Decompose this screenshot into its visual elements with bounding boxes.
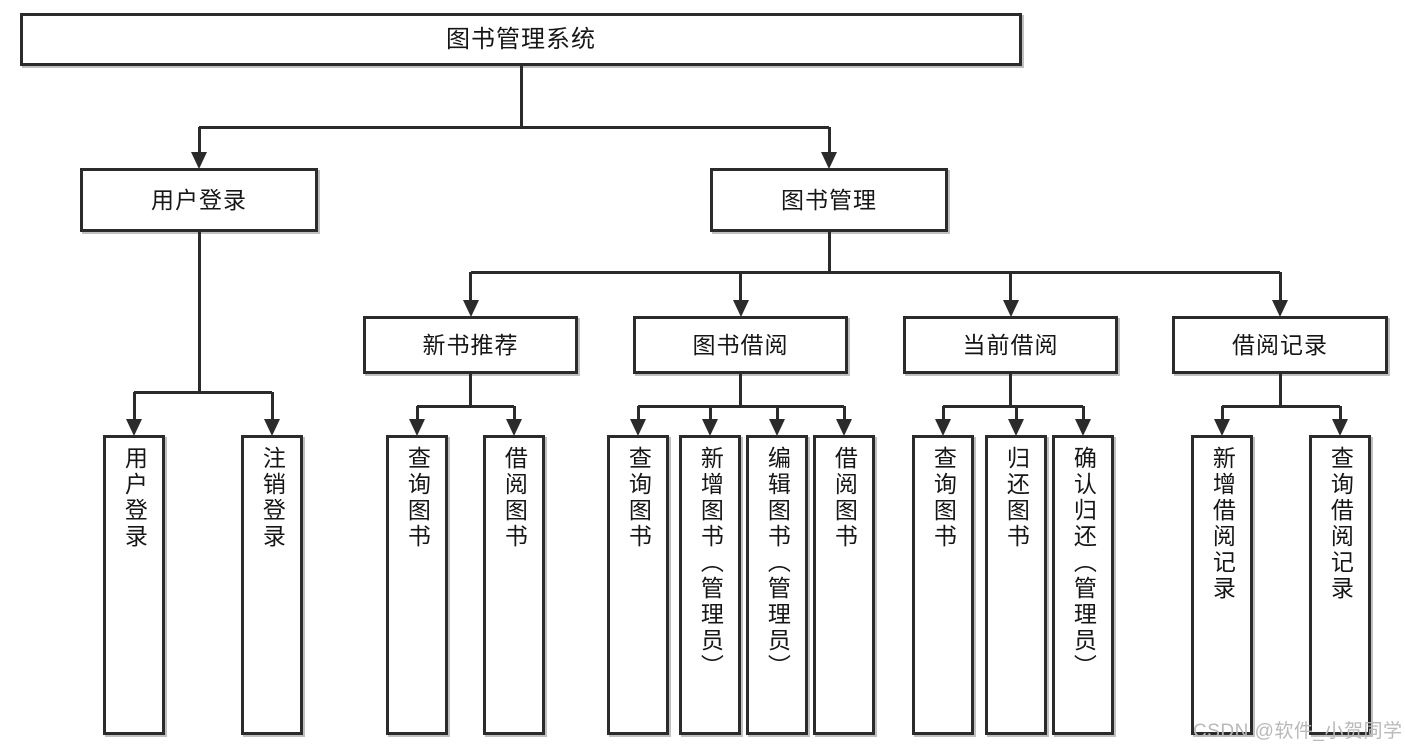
connector-line: [197, 127, 201, 153]
connector-line: [469, 272, 472, 301]
connector-line: [512, 406, 516, 420]
arrowhead-icon: [1075, 419, 1091, 436]
node-label: 图书管理系统: [446, 25, 596, 53]
node-label: 当前借阅: [962, 331, 1059, 358]
connector-line: [1009, 374, 1012, 406]
connector-line: [1220, 406, 1224, 420]
connector-line: [197, 232, 201, 392]
arrowhead-icon: [702, 419, 718, 436]
node-label: 查询借阅记录: [1327, 446, 1354, 602]
node-label: 用户登录: [121, 446, 148, 550]
arrowhead-icon: [836, 419, 852, 436]
node-label: 借阅记录: [1232, 331, 1328, 358]
connector-line: [739, 272, 742, 301]
connector-line: [519, 66, 523, 127]
node-label: 借阅图书: [501, 446, 528, 550]
leaf-user-logout[interactable]: 注销登录: [241, 435, 303, 735]
arrowhead-icon: [1214, 419, 1230, 436]
connector-line: [1278, 374, 1282, 406]
leaf-borrow-book-1[interactable]: 借阅图书: [483, 435, 545, 735]
node-label: 注销登录: [259, 446, 286, 550]
leaf-user-login[interactable]: 用户登录: [103, 435, 165, 735]
node-label: 新书推荐: [422, 331, 519, 358]
connector-line: [708, 406, 712, 420]
node-current-borrow[interactable]: 当前借阅: [903, 316, 1118, 374]
arrowhead-icon: [1008, 419, 1024, 436]
connector-line: [827, 127, 831, 153]
connector-line: [134, 390, 272, 394]
node-root[interactable]: 图书管理系统: [20, 13, 1022, 66]
node-label: 借阅图书: [831, 446, 858, 550]
node-label: 查询图书: [625, 446, 652, 550]
arrowhead-icon: [462, 300, 479, 317]
leaf-borrow-book-2[interactable]: 借阅图书: [813, 435, 875, 735]
node-borrow-record[interactable]: 借阅记录: [1172, 316, 1388, 374]
node-label: 查询图书: [930, 446, 957, 550]
leaf-query-book-3[interactable]: 查询图书: [912, 435, 974, 735]
connector-line: [739, 374, 742, 406]
node-label: 图书管理: [781, 186, 877, 213]
connector-line: [415, 406, 419, 420]
leaf-edit-book[interactable]: 编辑图书（管理员）: [746, 435, 808, 735]
connector-line: [417, 404, 514, 408]
connector-line: [941, 406, 945, 420]
connector-line: [1338, 406, 1342, 420]
connector-line: [1014, 406, 1018, 420]
connector-line: [842, 406, 846, 420]
connector-line: [470, 270, 1280, 274]
connector-line: [270, 392, 274, 420]
leaf-return-book[interactable]: 归还图书: [985, 435, 1047, 735]
arrowhead-icon: [126, 419, 142, 436]
node-label: 新增图书（管理员）: [697, 446, 724, 680]
arrowhead-icon: [1272, 300, 1288, 317]
arrowhead-icon: [506, 419, 522, 436]
connector-line: [775, 406, 779, 420]
connector-line: [1009, 272, 1012, 301]
connector-line: [943, 404, 1083, 408]
node-label: 查询图书: [404, 446, 431, 550]
connector-line: [638, 404, 844, 408]
arrowhead-icon: [935, 419, 951, 436]
node-label: 编辑图书（管理员）: [764, 446, 791, 680]
arrowhead-icon: [821, 152, 837, 169]
arrowhead-icon: [630, 419, 646, 436]
arrowhead-icon: [1002, 300, 1019, 317]
connector-line: [1222, 404, 1340, 408]
connector-line: [469, 374, 472, 406]
leaf-query-book-1[interactable]: 查询图书: [386, 435, 448, 735]
connector-line: [1278, 272, 1282, 301]
node-label: 用户登录: [151, 186, 247, 213]
connector-line: [132, 392, 136, 420]
leaf-add-record[interactable]: 新增借阅记录: [1191, 435, 1253, 735]
csdn-watermark: CSDN @软件_小贺同学: [1193, 721, 1403, 742]
arrowhead-icon: [264, 419, 280, 436]
arrowhead-icon: [409, 419, 425, 436]
node-label: 归还图书: [1003, 446, 1030, 550]
arrowhead-icon: [769, 419, 785, 436]
leaf-query-book-2[interactable]: 查询图书: [607, 435, 669, 735]
arrowhead-icon: [191, 152, 207, 169]
leaf-query-record[interactable]: 查询借阅记录: [1309, 435, 1371, 735]
node-label: 确认归还（管理员）: [1070, 446, 1097, 680]
connector-line: [827, 232, 831, 272]
node-book-borrow[interactable]: 图书借阅: [633, 316, 848, 374]
leaf-confirm-return[interactable]: 确认归还（管理员）: [1052, 435, 1114, 735]
node-label: 图书借阅: [692, 331, 789, 358]
arrowhead-icon: [732, 300, 749, 317]
leaf-add-book[interactable]: 新增图书（管理员）: [679, 435, 741, 735]
arrowhead-icon: [1332, 419, 1348, 436]
connector-line: [1081, 406, 1085, 420]
connector-line: [636, 406, 640, 420]
node-new-book-rec[interactable]: 新书推荐: [363, 316, 578, 374]
connector-line: [199, 125, 829, 129]
node-user-login[interactable]: 用户登录: [80, 168, 318, 232]
node-label: 新增借阅记录: [1209, 446, 1236, 602]
node-book-manage[interactable]: 图书管理: [710, 168, 948, 232]
